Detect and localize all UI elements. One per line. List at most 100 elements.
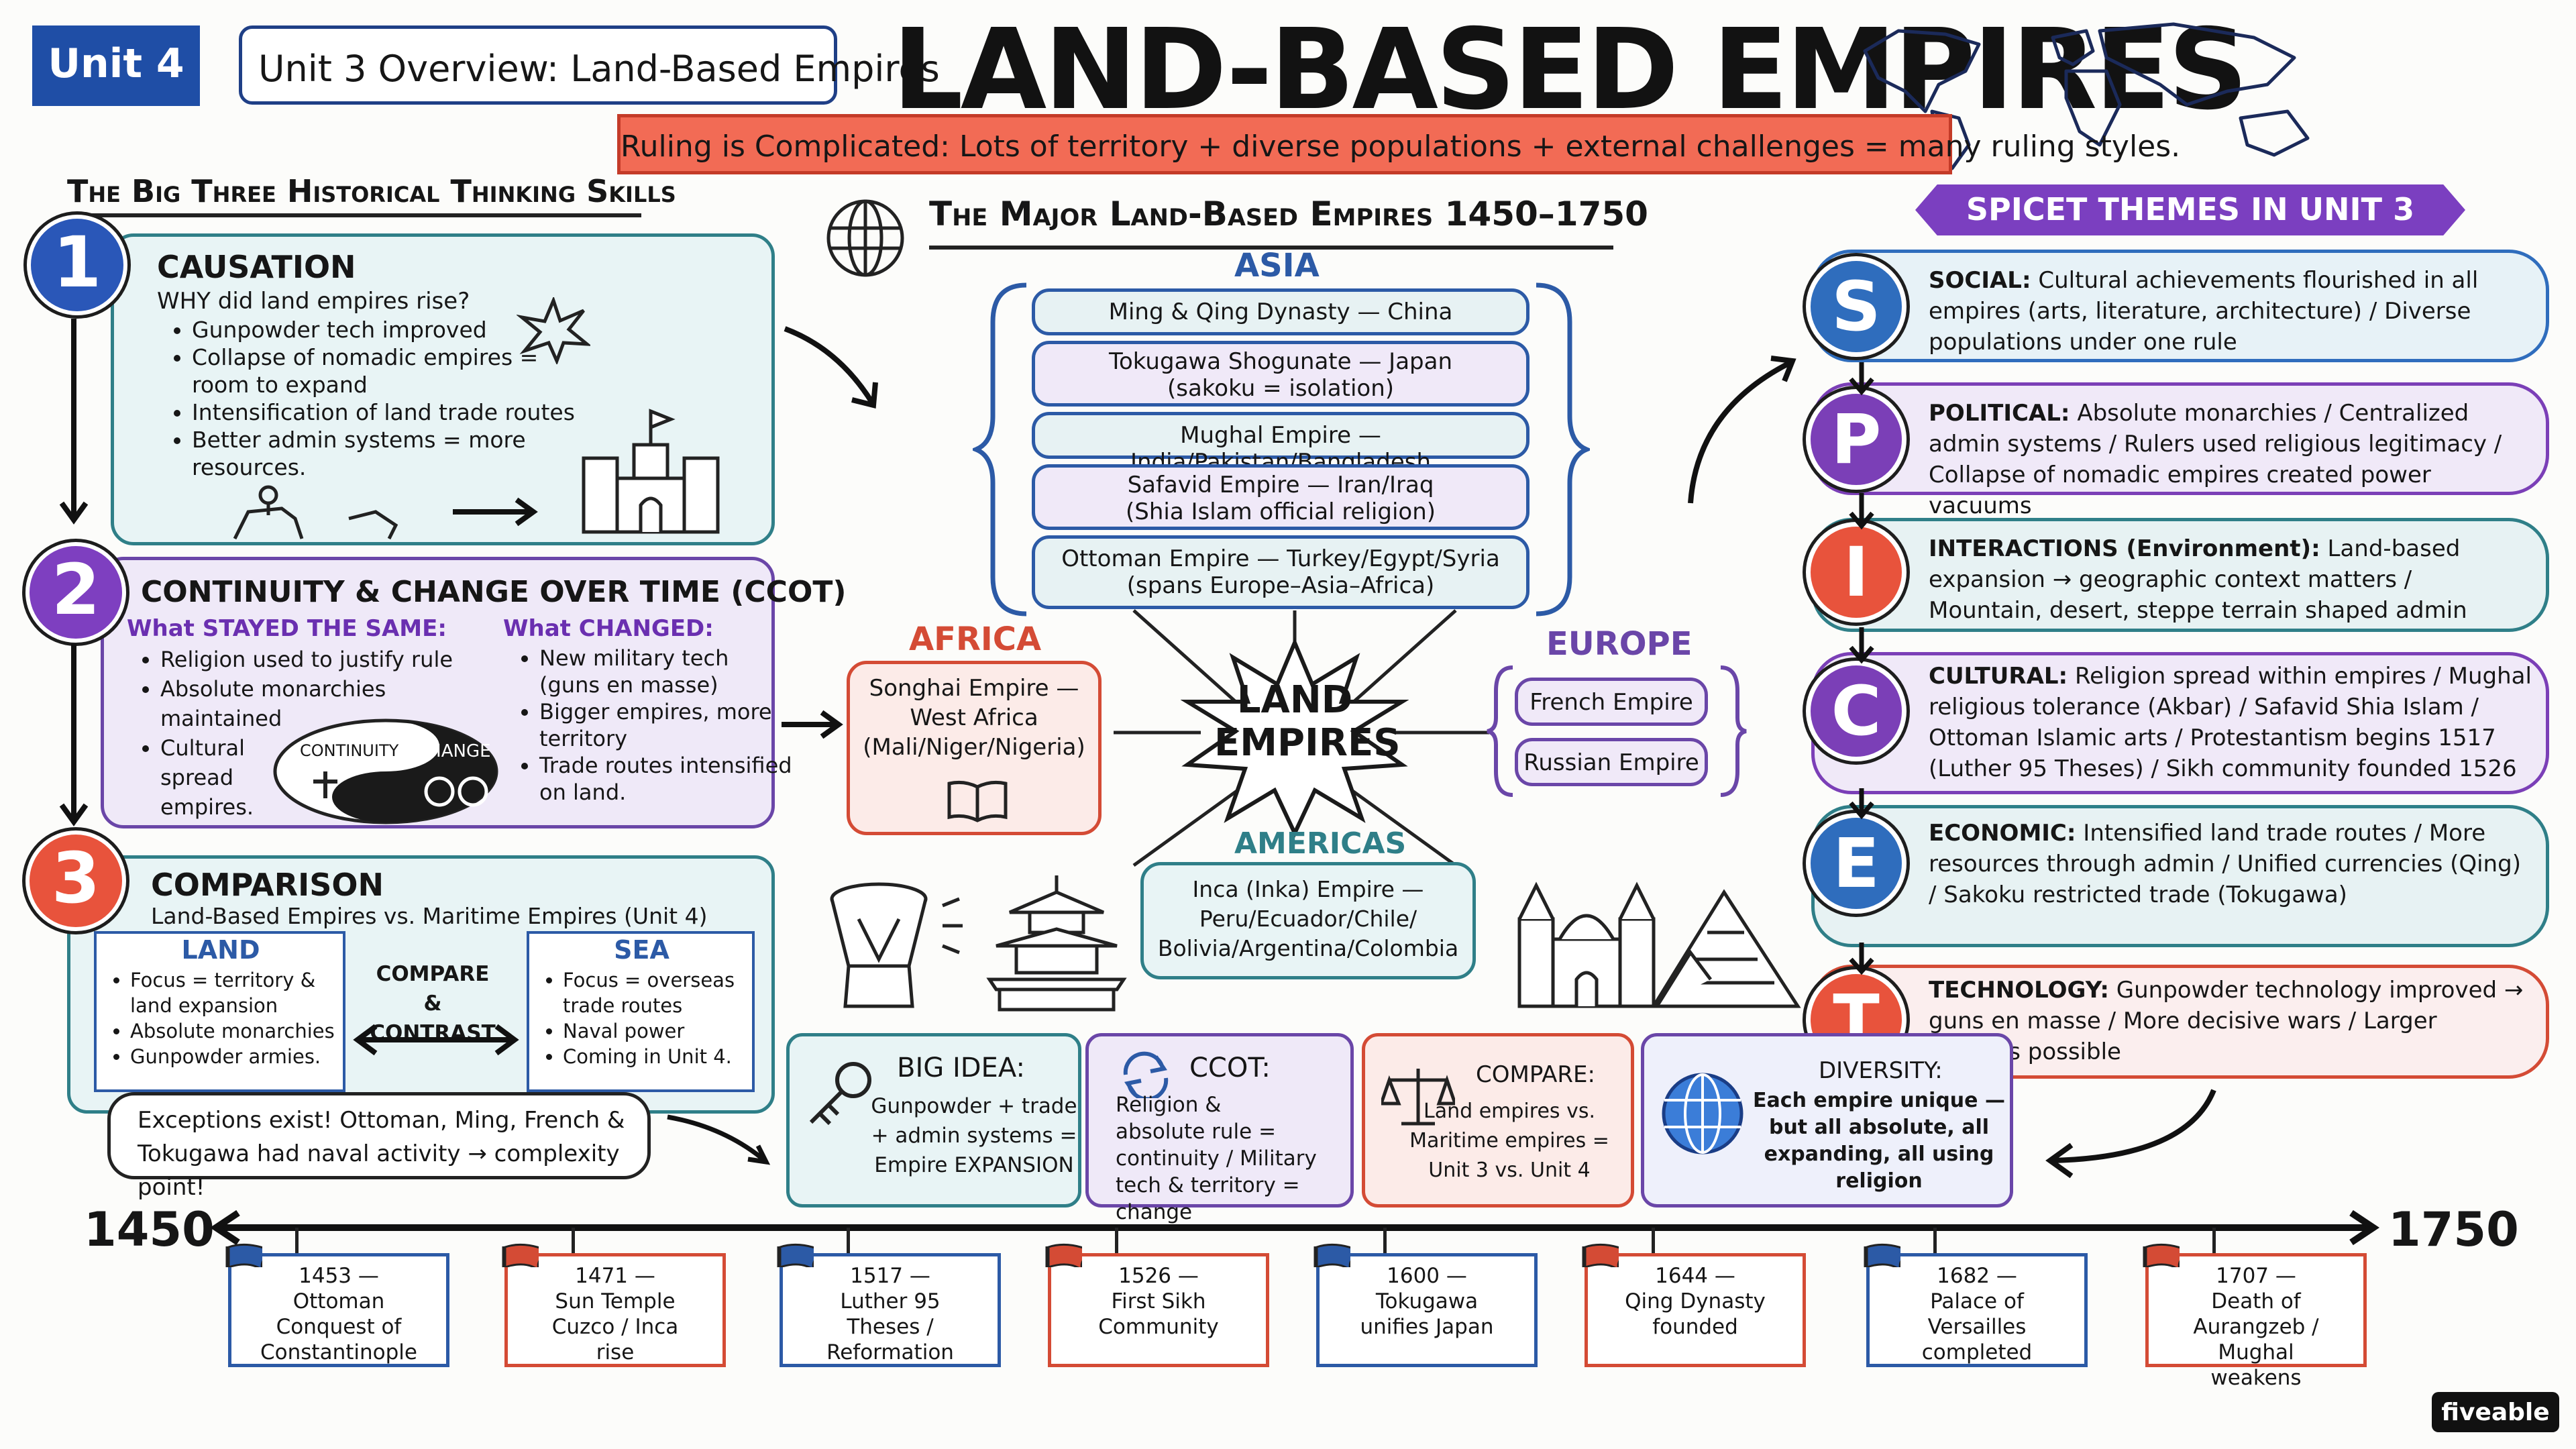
arrow-icon bbox=[1688, 356, 1796, 504]
empire-name: Ming & Qing Dynasty — China bbox=[1108, 299, 1453, 325]
causation-title: CAUSATION bbox=[157, 249, 356, 285]
timeline-year: 1471 — bbox=[575, 1264, 655, 1288]
empire-safavid[interactable]: Safavid Empire — Iran/Iraq (Shia Islam o… bbox=[1032, 464, 1529, 530]
timeline-event[interactable]: 1644 —Qing Dynasty founded bbox=[1582, 1243, 1806, 1367]
exceptions-text: Exceptions exist! Ottoman, Ming, French … bbox=[138, 1107, 625, 1201]
skills-flow-arrows bbox=[59, 319, 89, 826]
comparison-box: COMPARISON Land-Based Empires vs. Mariti… bbox=[67, 855, 775, 1114]
timeline-event[interactable]: 1707 —Death of Aurangzeb / Mughal weaken… bbox=[2143, 1243, 2367, 1390]
skills-heading: The Big Three Historical Thinking Skills bbox=[67, 173, 676, 209]
empires-heading-underline bbox=[929, 246, 1613, 250]
cycle-icon bbox=[1123, 1051, 1169, 1098]
timeline-tick bbox=[2212, 1228, 2216, 1254]
unit-tab[interactable]: Unit 4 bbox=[32, 25, 200, 106]
theme-title: TECHNOLOGY: bbox=[1929, 977, 2109, 1004]
timeline-event-text: Palace of Versailles completed bbox=[1921, 1289, 2033, 1364]
diversity-card-title: DIVERSITY: bbox=[1819, 1057, 1943, 1084]
americas-label: AMERICAS bbox=[1234, 826, 1407, 861]
comparison-subtitle: Land-Based Empires vs. Maritime Empires … bbox=[151, 903, 708, 929]
timeline-tick bbox=[1383, 1228, 1387, 1254]
banner: Ruling is Complicated: Lots of territory… bbox=[617, 114, 2181, 174]
empire-region: Bolivia/Argentina/Colombia bbox=[1157, 935, 1459, 961]
banner-text: Ruling is Complicated: Lots of territory… bbox=[621, 129, 2181, 164]
ccot-card: CCOT: Religion & absolute rule = continu… bbox=[1085, 1033, 1354, 1224]
empires-heading: The Major Land-Based Empires 1450–1750 bbox=[929, 195, 1648, 233]
unit-tab-label: Unit 4 bbox=[48, 40, 184, 87]
timeline-year: 1644 — bbox=[1655, 1264, 1735, 1288]
list-item: Trade routes intensified on land. bbox=[539, 752, 794, 806]
empire-french[interactable]: French Empire bbox=[1515, 678, 1708, 726]
timeline-tick bbox=[572, 1228, 575, 1254]
themes-flow-arrows bbox=[1849, 362, 1874, 975]
themes-heading: SPICET THEMES IN UNIT 3 bbox=[1966, 191, 2415, 227]
empire-songhai[interactable]: Songhai Empire — West Africa (Mali/Niger… bbox=[847, 661, 1102, 835]
empire-inca[interactable]: Inca (Inka) Empire — Peru/Ecuador/Chile/… bbox=[1140, 862, 1476, 979]
empire-name: Safavid Empire — Iran/Iraq bbox=[1127, 472, 1434, 498]
timeline-event[interactable]: 1517 —Luther 95 Theses / Reformation bbox=[777, 1243, 1001, 1367]
empire-ottoman[interactable]: Ottoman Empire — Turkey/Egypt/Syria (spa… bbox=[1032, 535, 1529, 609]
empire-note: (sakoku = isolation) bbox=[1167, 375, 1395, 402]
theme-text: Absolute monarchies / Centralized admin … bbox=[1929, 400, 2502, 519]
diversity-card-text: Each empire unique — but all absolute, a… bbox=[1753, 1089, 2005, 1193]
theme-interactions: INTERACTIONS (Environment): Land-based e… bbox=[1811, 518, 2549, 632]
theme-economic: ECONOMIC: Intensified land trade routes … bbox=[1811, 805, 2549, 947]
causation-question: WHY did land empires rise? bbox=[157, 288, 470, 315]
big-idea-text: Gunpowder + trade + admin systems = Empi… bbox=[871, 1094, 1077, 1177]
ccot-number: 2 bbox=[25, 542, 126, 643]
sea-title: SEA bbox=[614, 935, 669, 965]
timeline-event[interactable]: 1526 —First Sikh Community bbox=[1045, 1243, 1269, 1367]
timeline-year: 1600 — bbox=[1387, 1264, 1467, 1288]
theme-cultural: CULTURAL: Religion spread within empires… bbox=[1811, 652, 2549, 794]
empire-ming-qing[interactable]: Ming & Qing Dynasty — China bbox=[1032, 288, 1529, 335]
timeline-event-text: Ottoman Conquest of Constantinople bbox=[260, 1289, 417, 1364]
theme-text: Religion spread within empires / Mughal … bbox=[1929, 663, 2532, 782]
change-label: CHANGE bbox=[416, 741, 491, 761]
timeline-event-text: First Sikh Community bbox=[1098, 1289, 1219, 1339]
timeline-tick bbox=[847, 1228, 850, 1254]
timeline-event[interactable]: 1600 —Tokugawa unifies Japan bbox=[1313, 1243, 1538, 1367]
timeline-event-text: Tokugawa unifies Japan bbox=[1360, 1289, 1494, 1339]
yin-yang-icon bbox=[273, 718, 498, 824]
pagoda-icon bbox=[986, 875, 1127, 1012]
land-list: Focus = territory & land expansion Absol… bbox=[101, 967, 358, 1069]
theme-text: Intensified land trade routes / More res… bbox=[1929, 820, 2521, 908]
empire-note: (Mali/Niger/Nigeria) bbox=[863, 734, 1085, 761]
fiveable-logo[interactable]: fiveable bbox=[2432, 1392, 2559, 1432]
list-item: Absolute monarchies bbox=[130, 1018, 358, 1044]
theme-letter-e: E bbox=[1806, 813, 1907, 914]
theme-title: SOCIAL: bbox=[1929, 267, 2031, 294]
continuity-label: CONTINUITY bbox=[300, 741, 399, 760]
empire-tokugawa[interactable]: Tokugawa Shogunate — Japan (sakoku = iso… bbox=[1032, 341, 1529, 407]
empire-name: Songhai Empire — bbox=[869, 675, 1079, 702]
ccot-changed-title: What CHANGED: bbox=[503, 615, 714, 642]
empire-mughal[interactable]: Mughal Empire — India/Pakistan/Banglades… bbox=[1032, 412, 1529, 476]
hub-label: LAND EMPIRES bbox=[1214, 679, 1401, 765]
overview-title: Unit 3 Overview: Land-Based Empires bbox=[258, 48, 940, 90]
timeline-event-text: Qing Dynasty founded bbox=[1625, 1289, 1766, 1339]
themes-heading-ribbon: SPICET THEMES IN UNIT 3 bbox=[1915, 184, 2465, 235]
timeline-tick bbox=[1652, 1228, 1655, 1254]
arrow-icon bbox=[453, 497, 538, 527]
timeline-tick bbox=[295, 1228, 299, 1254]
sea-panel: SEA Focus = overseas trade routes Naval … bbox=[527, 931, 755, 1092]
land-title: LAND bbox=[181, 935, 260, 965]
timeline-event[interactable]: 1471 —Sun Temple Cuzco / Inca rise bbox=[502, 1243, 726, 1367]
empire-name: Ottoman Empire — Turkey/Egypt/Syria bbox=[1061, 545, 1500, 572]
page-title: LAND-BASED EMPIRES bbox=[892, 5, 2248, 135]
list-item: New military tech (guns en masse) bbox=[539, 645, 794, 698]
brand-name: fiveable bbox=[2441, 1399, 2550, 1426]
land-empires-burst bbox=[1181, 637, 1409, 839]
ccot-changed-list: New military tech (guns en masse) Bigger… bbox=[510, 645, 794, 806]
explosion-icon bbox=[517, 297, 590, 364]
list-item: Collapse of nomadic empires = room to ex… bbox=[192, 343, 594, 398]
timeline-event[interactable]: 1453 —Ottoman Conquest of Constantinople bbox=[225, 1243, 449, 1367]
list-item: Better admin systems = more resources. bbox=[192, 426, 594, 481]
timeline-event[interactable]: 1682 —Palace of Versailles completed bbox=[1864, 1243, 2088, 1367]
theme-title: INTERACTIONS (Environment): bbox=[1929, 535, 2320, 562]
causation-list: Gunpowder tech improved Collapse of noma… bbox=[162, 316, 594, 481]
empire-russian[interactable]: Russian Empire bbox=[1515, 738, 1708, 786]
theme-title: CULTURAL: bbox=[1929, 663, 2068, 690]
africa-label: AFRICA bbox=[909, 621, 1042, 658]
list-item: Intensification of land trade routes bbox=[192, 398, 594, 426]
exceptions-note: Exceptions exist! Ottoman, Ming, French … bbox=[107, 1092, 651, 1201]
